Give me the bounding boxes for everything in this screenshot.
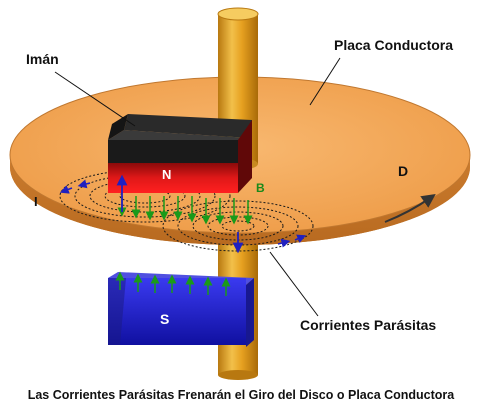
rotation-arrow — [384, 193, 436, 223]
plate-label: Placa Conductora — [334, 37, 453, 53]
magnet-leader — [54, 71, 136, 127]
eddy-label: Corrientes Parásitas — [300, 317, 436, 333]
magnet-label: Imán — [26, 51, 59, 67]
current-arrows — [59, 179, 307, 248]
shaft-top — [217, 7, 259, 21]
caption: Las Corrientes Parásitas Frenarán el Gir… — [27, 388, 455, 402]
disc-label: D — [398, 163, 408, 179]
eddy-leader — [269, 251, 319, 317]
current-label: I — [34, 194, 38, 209]
north-pole-label: N — [162, 167, 171, 182]
plate-leader — [309, 57, 341, 106]
shaft-bottom — [218, 370, 258, 380]
field-label: B — [256, 181, 265, 195]
south-pole-label: S — [160, 311, 169, 327]
south-field-arrows — [115, 271, 231, 296]
south-magnet — [108, 271, 254, 347]
north-magnet — [108, 114, 252, 193]
